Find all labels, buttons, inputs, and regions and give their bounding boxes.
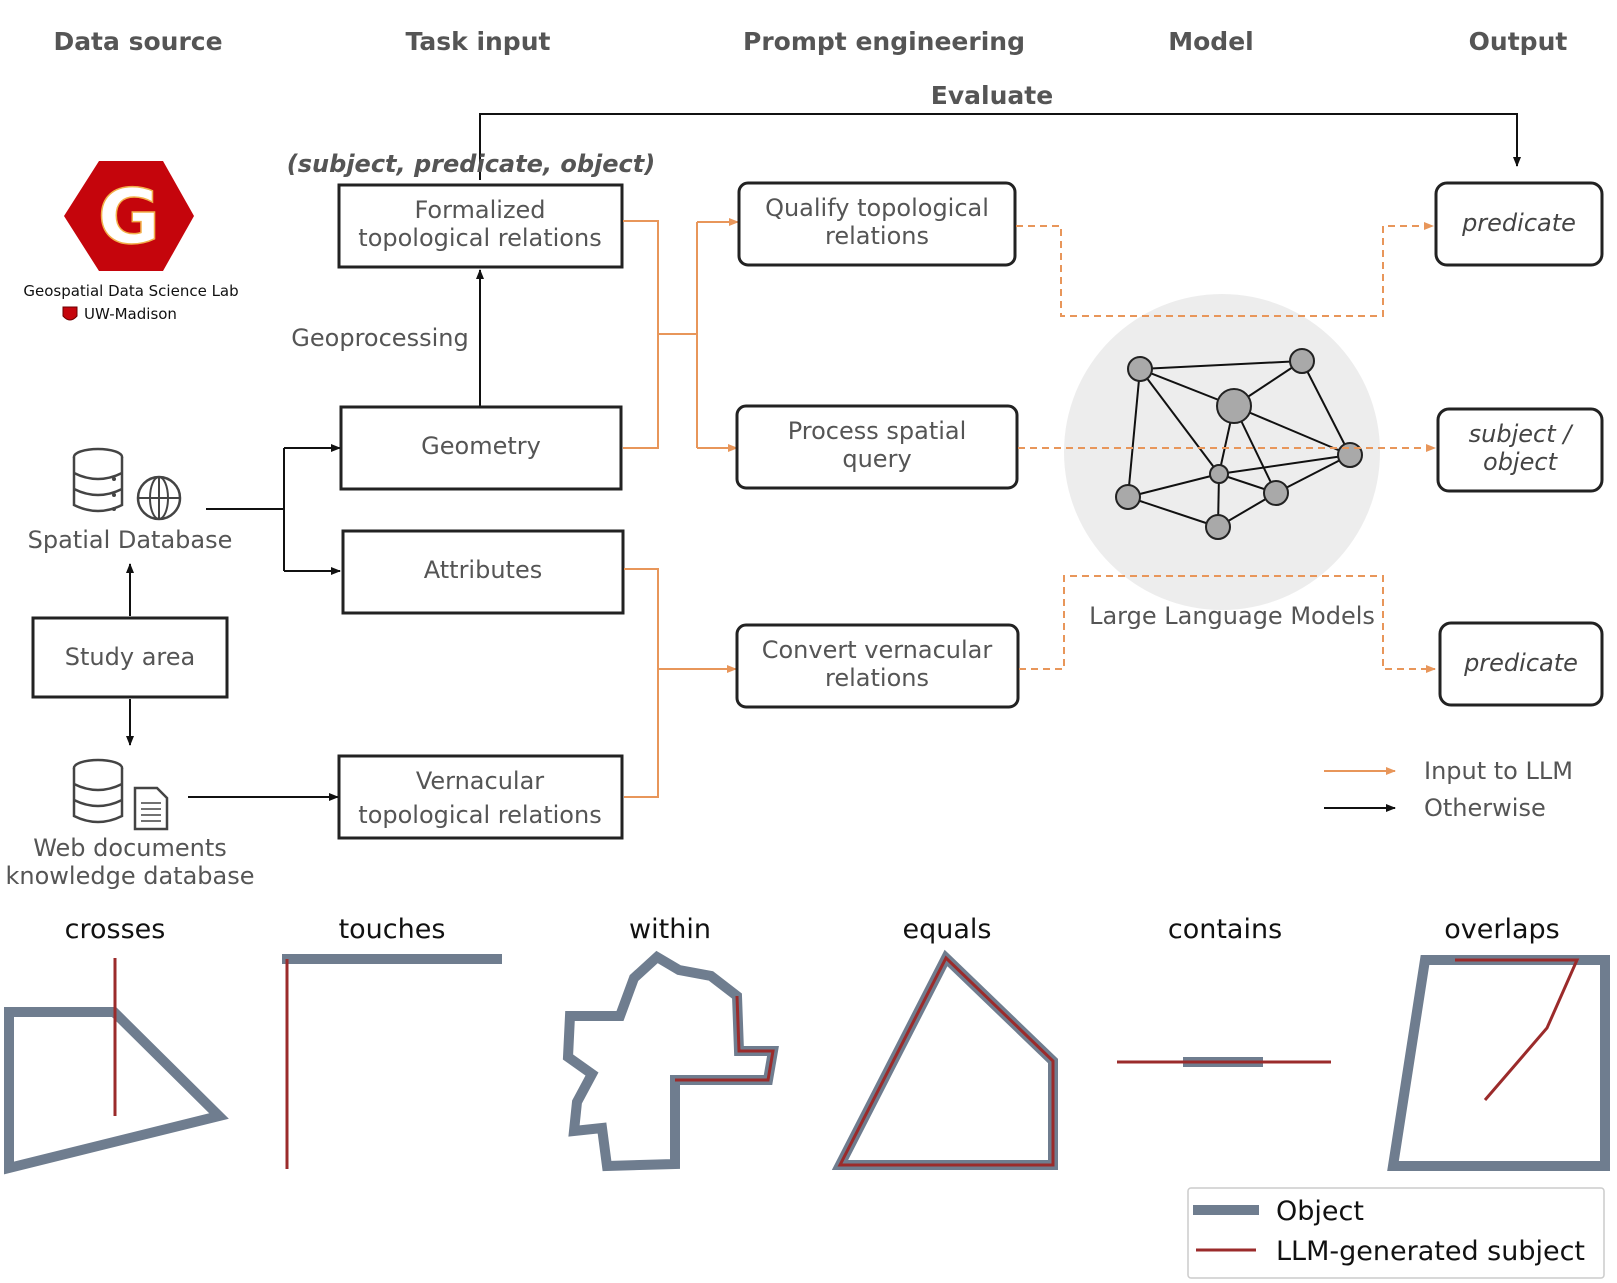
legend-input-label: Input to LLM [1424,757,1573,785]
evaluate-arrow [479,113,1521,180]
legend-subject-label: LLM-generated subject [1276,1236,1585,1267]
relation-title-crosses: crosses [65,914,166,945]
output-subject-object [1436,407,1604,493]
relation-title-contains: contains [1168,914,1282,945]
logo-hexagon [64,161,194,271]
process-box [735,404,1019,490]
header-task-input: Task input [406,27,551,56]
legend-object-label: Object [1276,1196,1364,1227]
relation-within [562,950,779,1172]
relation-overlaps [1387,955,1610,1171]
qualify-box [737,181,1017,267]
header-model: Model [1168,27,1253,56]
vernacular-label-line1: Vernacular [416,767,544,795]
vernacular-box [337,754,624,840]
header-prompt-engineering: Prompt engineering [743,27,1025,56]
relation-title-within: within [629,914,711,945]
logo-letter: G [98,172,160,261]
globe-icon [136,475,182,521]
vernacular-label-line2: topological relations [358,801,601,829]
within-object [562,950,779,1172]
process-label-line2: query [842,445,911,473]
output-predicate-top [1434,181,1604,267]
output-predicate-bottom-label: predicate [1463,649,1578,677]
convert-label-line1: Convert vernacular [762,636,993,664]
spatial-database-label: Spatial Database [28,526,233,554]
dashed-qualify-to-predicate [1016,222,1434,317]
relation-title-equals: equals [903,914,992,945]
lab-logo: G Geospatial Data Science Lab UW-Madison [23,161,239,323]
crosses-object [3,1007,229,1175]
overlaps-object [1387,955,1610,1171]
web-docs-label-line1: Web documents [33,834,227,862]
evaluate-label: Evaluate [931,81,1053,110]
web-docs-label-line2: knowledge database [6,862,255,890]
relation-title-touches: touches [339,914,446,945]
geometry-box [339,405,623,491]
triple-label: (subject, predicate, object) [287,150,655,178]
output-predicate-top-label: predicate [1461,209,1576,237]
document-icon [133,786,169,831]
study-area-label: Study area [65,643,195,671]
logo-university: UW-Madison [84,305,177,323]
output-subject-label-line1: subject / [1469,420,1575,448]
geometry-legend-box [1187,1187,1605,1279]
attributes-label: Attributes [424,556,542,584]
header-output: Output [1469,27,1568,56]
equals-object [831,949,1058,1170]
header-data-source: Data source [53,27,222,56]
formalized-label-line2: topological relations [358,224,601,252]
uw-crest-icon [62,306,78,321]
relation-touches [282,954,502,1169]
bracket-formalized-geometry [623,220,659,449]
database-icon [72,447,124,513]
study-area-box [31,616,229,699]
llm-background [1064,294,1380,610]
attributes-box [341,529,625,615]
geoprocessing-label: Geoprocessing [291,324,468,352]
output-predicate-bottom [1438,621,1604,707]
convert-box [735,623,1020,709]
convert-label-line2: relations [825,664,929,692]
geometry-label: Geometry [421,432,541,460]
process-label-line1: Process spatial [788,417,967,445]
web-database-icon [72,758,124,824]
logo-lab-name: Geospatial Data Science Lab [23,282,238,300]
formalized-box [337,183,624,269]
qualify-label-line1: Qualify topological [765,194,989,222]
output-subject-label-line2: object [1483,448,1559,476]
llm-label: Large Language Models [1089,602,1375,630]
qualify-label-line2: relations [825,222,929,250]
equals-subject [837,955,1055,1167]
relation-crosses [3,958,229,1175]
formalized-label-line1: Formalized [414,196,545,224]
overlaps-subject [1455,958,1580,1101]
dashed-convert-to-predicate [1019,575,1436,673]
bracket-attributes-vernacular [624,568,659,798]
relation-equals [831,949,1058,1170]
within-subject [675,995,775,1082]
legend-otherwise-label: Otherwise [1424,794,1546,822]
relation-title-overlaps: overlaps [1444,914,1559,945]
